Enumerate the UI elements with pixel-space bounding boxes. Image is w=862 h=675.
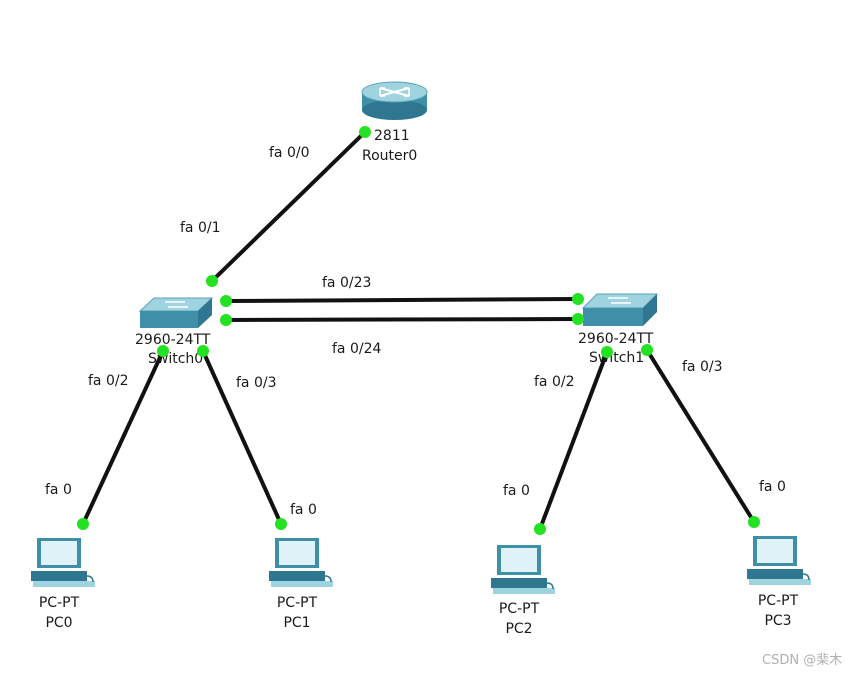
link-switch0-pc0 — [81, 349, 165, 526]
port-label-pc3-fa0: fa 0 — [759, 479, 786, 495]
port-label-fa023: fa 0/23 — [322, 275, 371, 291]
switch1-model-label: 2960-24TT — [578, 331, 654, 347]
router-icon — [361, 81, 428, 120]
port-label-fa024: fa 0/24 — [332, 341, 381, 357]
port-dot-switch0-fa023 — [220, 295, 232, 307]
port-label-switch1-fa03: fa 0/3 — [682, 359, 723, 375]
link-switch1-pc3 — [645, 348, 756, 524]
port-dot-switch1-fa03 — [641, 344, 653, 356]
port-label-switch0-fa02: fa 0/2 — [88, 373, 129, 389]
pc-icon — [491, 545, 555, 594]
port-dot-switch0-fa024 — [220, 314, 232, 326]
pc0-model-label: PC-PT — [39, 595, 80, 611]
port-dot-switch1-fa024 — [572, 313, 584, 325]
switch0-name-label: Switch0 — [148, 351, 203, 367]
router0-model-label: 2811 — [374, 128, 410, 144]
switch-icon — [138, 297, 214, 328]
port-label-pc1-fa0: fa 0 — [290, 502, 317, 518]
switch1-name-label: Switch1 — [589, 350, 644, 366]
watermark: CSDN @棐木 — [762, 653, 842, 668]
pc-icon — [269, 538, 333, 587]
pc1-model-label: PC-PT — [277, 595, 318, 611]
pc3[interactable]: PC-PT PC3 — [747, 536, 811, 629]
pc0[interactable]: PC-PT PC0 — [31, 538, 95, 631]
port-label-switch1-fa02: fa 0/2 — [534, 374, 575, 390]
pc2-name-label: PC2 — [505, 621, 532, 637]
port-label-pc0-fa0: fa 0 — [45, 482, 72, 498]
pc1[interactable]: PC-PT PC1 — [269, 538, 333, 631]
pc2-model-label: PC-PT — [499, 601, 540, 617]
switch0[interactable]: 2960-24TT Switch0 — [135, 297, 214, 367]
port-dot-switch0-fa01 — [206, 275, 218, 287]
port-dot-router0-fa00 — [359, 126, 371, 138]
router0[interactable]: 2811 Router0 — [361, 81, 428, 164]
pc2[interactable]: PC-PT PC2 — [491, 545, 555, 637]
switch-icon — [581, 293, 659, 326]
port-dot-switch1-fa02 — [601, 346, 613, 358]
link-switch0-switch1-fa023 — [224, 297, 580, 303]
pc-icon — [31, 538, 95, 587]
pc0-name-label: PC0 — [45, 615, 72, 631]
pc3-model-label: PC-PT — [758, 593, 799, 609]
port-label-switch0-fa03: fa 0/3 — [236, 375, 277, 391]
port-label-router0-fa00: fa 0/0 — [269, 145, 310, 161]
port-dot-pc1-fa0 — [275, 518, 287, 530]
pc3-name-label: PC3 — [764, 613, 791, 629]
port-dot-pc2-fa0 — [534, 523, 546, 535]
pc1-name-label: PC1 — [283, 615, 310, 631]
pc-icon — [747, 536, 811, 585]
link-switch1-pc2 — [538, 350, 609, 531]
link-switch0-pc1 — [201, 349, 283, 526]
router0-name-label: Router0 — [362, 148, 417, 164]
switch0-model-label: 2960-24TT — [135, 332, 211, 348]
link-switch0-switch1-fa024 — [224, 317, 580, 322]
port-dot-switch0-fa02 — [157, 345, 169, 357]
port-label-switch0-fa01: fa 0/1 — [180, 220, 221, 236]
port-label-pc2-fa0: fa 0 — [503, 483, 530, 499]
port-dot-pc0-fa0 — [77, 518, 89, 530]
link-router0-switch0 — [210, 130, 367, 283]
port-dot-switch1-fa023 — [572, 293, 584, 305]
port-dot-pc3-fa0 — [748, 516, 760, 528]
port-dot-switch0-fa03 — [197, 345, 209, 357]
